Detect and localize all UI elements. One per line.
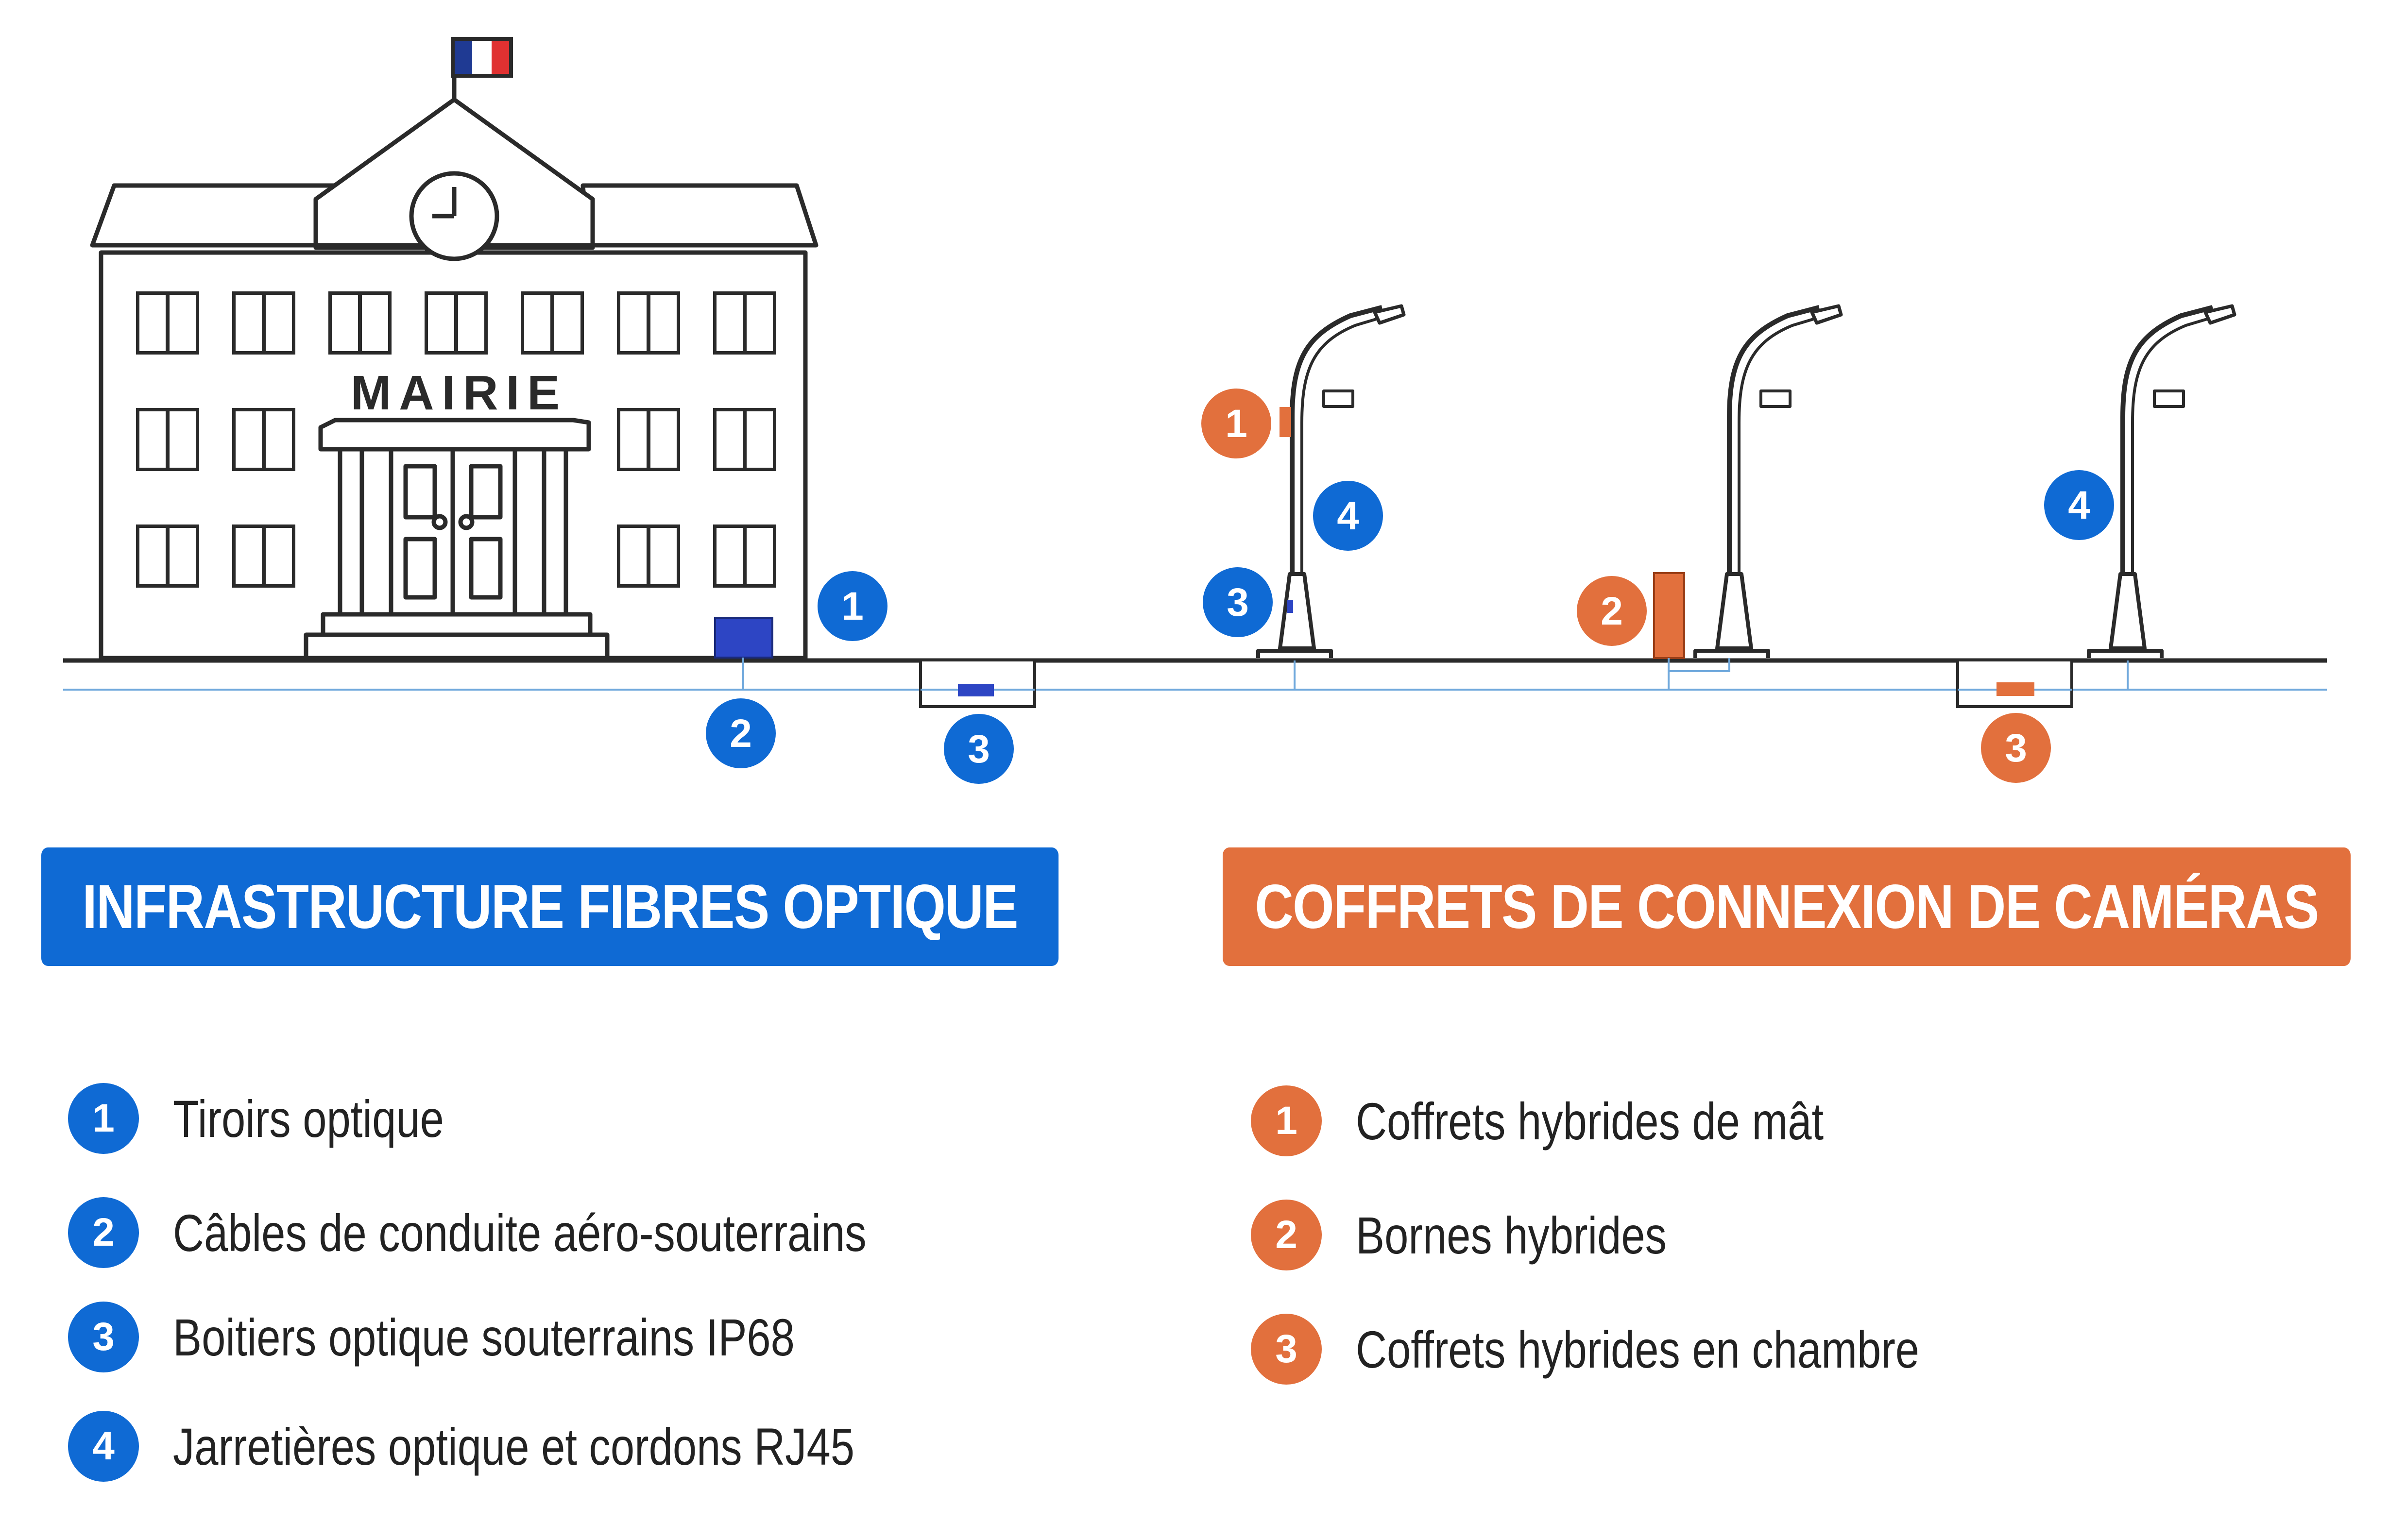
legend-number-badge: 1 [68, 1083, 139, 1154]
legend-label: Coffrets hybrides en chambre [1356, 1320, 1920, 1379]
town-hall-building [90, 75, 819, 660]
camera-legend-item: 1 Coffrets hybrides de mât [1251, 1085, 1927, 1156]
marker-pole-blue-3: 3 [1203, 567, 1273, 637]
svg-text:3: 3 [1227, 580, 1249, 625]
marker-borne-orange-2: 2 [1577, 576, 1647, 646]
legend-label: Coffrets hybrides de mât [1356, 1091, 1824, 1151]
legend-number-badge: 4 [68, 1411, 139, 1482]
street-lamp-1 [1256, 304, 1406, 690]
fiber-legend-item: 1 Tiroirs optique [68, 1083, 503, 1154]
camera-legend-item: 3 Coffrets hybrides en chambre [1251, 1314, 2043, 1385]
marker-chamber-3: 3 [944, 714, 1014, 784]
building-sign: MAIRIE [351, 366, 567, 420]
infrastructure-diagram: MAIRIE [63, 37, 2327, 784]
legend-label: Tiroirs optique [173, 1089, 444, 1148]
optical-splice-box [958, 684, 994, 696]
legend-number-badge: 3 [1251, 1314, 1322, 1385]
mast-hybrid-box [1280, 407, 1291, 437]
marker-chamber-orange-3: 3 [1981, 713, 2051, 783]
legend-label: Câbles de conduite aéro-souterrains [173, 1203, 867, 1262]
fiber-legend-item: 2 Câbles de conduite aéro-souterrains [68, 1197, 1019, 1268]
underground-chamber-orange [1956, 661, 2073, 708]
camera-legend-item: 2 Bornes hybrides [1251, 1200, 1735, 1270]
mast-optical-box [1287, 600, 1293, 613]
marker-pole-blue-4: 4 [1313, 481, 1383, 551]
entrance-step-top [321, 612, 593, 637]
fiber-legend-item: 4 Jarretières optique et cordons RJ45 [68, 1411, 1004, 1482]
fiber-legend-item: 3 Boitiers optique souterrains IP68 [68, 1302, 931, 1372]
right-roof [580, 183, 819, 248]
entrance-step-bottom [304, 632, 610, 660]
legend-number-badge: 3 [68, 1302, 139, 1372]
svg-text:2: 2 [1601, 589, 1623, 633]
camera-boxes-banner: COFFRETS DE CONNEXION DE CAMÉRAS [1223, 847, 2351, 966]
svg-text:3: 3 [2005, 726, 2027, 770]
hybrid-borne [1653, 572, 1730, 690]
legend-label: Bornes hybrides [1356, 1205, 1667, 1265]
svg-text:3: 3 [968, 727, 990, 771]
marker-pole-orange-1: 1 [1201, 389, 1271, 458]
street-lamp-3 [2087, 304, 2236, 690]
marker-cable-2: 2 [706, 698, 776, 768]
chamber-hybrid-box [1997, 682, 2034, 696]
svg-text:4: 4 [1337, 494, 1359, 538]
optical-drawer-box [714, 617, 773, 659]
legend-label: Boitiers optique souterrains IP68 [173, 1307, 795, 1367]
building-entrance [304, 418, 610, 660]
marker-building-1: 1 [818, 571, 887, 641]
svg-text:2: 2 [730, 711, 752, 756]
legend-number-badge: 2 [68, 1197, 139, 1268]
camera-boxes-banner-text: COFFRETS DE CONNEXION DE CAMÉRAS [1255, 872, 2319, 942]
legend-label: Jarretières optique et cordons RJ45 [173, 1417, 854, 1476]
fiber-infrastructure-banner-text: INFRASTRUCTURE FIBRES OPTIQUE [82, 872, 1018, 942]
legend-number-badge: 1 [1251, 1085, 1322, 1156]
legend-number-badge: 2 [1251, 1200, 1322, 1270]
street-lamp-2 [1693, 304, 1843, 658]
svg-text:4: 4 [2068, 483, 2090, 527]
french-flag-icon [451, 37, 513, 78]
svg-text:1: 1 [1225, 402, 1247, 446]
underground-chamber-blue [919, 661, 1036, 708]
svg-text:1: 1 [841, 584, 864, 628]
fiber-infrastructure-banner: INFRASTRUCTURE FIBRES OPTIQUE [41, 847, 1059, 966]
marker-pole3-blue-4: 4 [2044, 470, 2114, 540]
left-roof [90, 183, 338, 248]
